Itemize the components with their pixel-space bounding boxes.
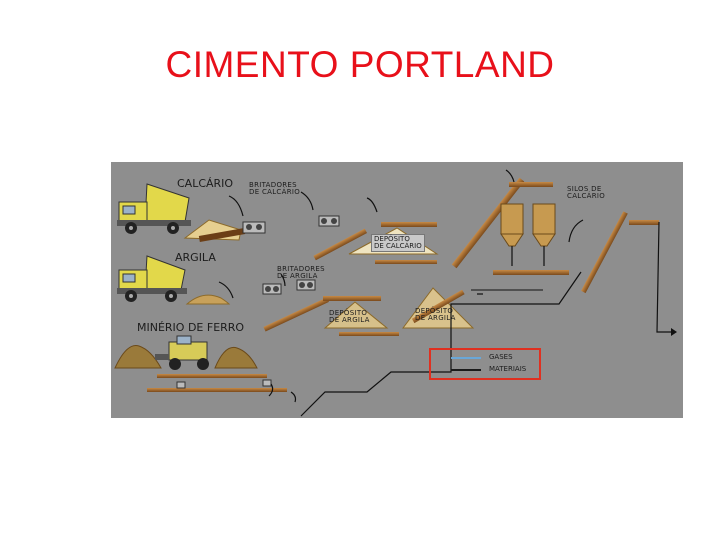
secondary-crusher-icon — [318, 215, 340, 227]
conveyor-belt — [629, 220, 659, 225]
inclined-conveyor — [451, 177, 525, 269]
clay-crusher-icon — [296, 279, 316, 291]
label-argila: ARGILA — [175, 251, 216, 264]
conveyor-belt — [313, 228, 368, 261]
conveyor-belt — [493, 270, 569, 275]
conveyor-belt — [375, 260, 437, 264]
legend-gases: GASES — [489, 353, 513, 361]
label-deposito-argila-1: DEPÓSITO DE ARGILA — [329, 309, 370, 324]
label-britadores-argila: BRITADORES DE ARGILA — [277, 265, 325, 280]
cement-process-diagram: CALCÁRIO BRITADORES DE CALCÁRIO DEPÓSITO… — [111, 162, 683, 418]
clay-deposit-pile — [323, 301, 389, 329]
clay-truck-icon — [117, 255, 187, 302]
label-deposito-argila-2: DEPÓSITO DE ARGILA — [415, 307, 456, 322]
iron-ore-pile — [114, 344, 162, 369]
page-title: CIMENTO PORTLAND — [165, 44, 555, 85]
loader-vehicle-icon — [155, 335, 209, 370]
conveyor-belt — [157, 374, 267, 378]
label-deposito-calcario: DEPÓSITO DE CALCÁRIO — [371, 234, 425, 252]
hopper-feeder — [198, 228, 246, 242]
conveyor-belt — [147, 388, 287, 392]
legend-material-line — [451, 369, 481, 371]
label-calcario: CALCÁRIO — [177, 177, 234, 190]
inclined-conveyor — [581, 211, 628, 294]
conveyor-belt — [339, 332, 399, 336]
clay-crusher-icon — [262, 283, 282, 295]
conveyor-belt — [411, 289, 465, 324]
process-flow-illustration — [114, 169, 677, 417]
limestone-crusher-icon — [242, 221, 266, 234]
iron-ore-pile — [214, 346, 258, 369]
legend-materiais: MATERIAIS — [489, 365, 527, 373]
limestone-silo-icon — [532, 203, 556, 247]
clay-pile — [185, 294, 231, 305]
label-britadores-calcario: BRITADORES DE CALCÁRIO — [249, 181, 301, 196]
conveyor-belt — [381, 222, 437, 227]
limestone-truck-icon — [117, 183, 191, 234]
label-silos-calcario: SILOS DE CALCÁRIO — [567, 185, 606, 200]
conveyor-belt — [509, 182, 553, 187]
conveyor-belt — [323, 296, 381, 301]
label-minerio-ferro: MINÉRIO DE FERRO — [137, 321, 245, 334]
legend-gas-line — [451, 357, 481, 359]
legend-box: GASES MATERIAIS — [429, 348, 541, 380]
limestone-silo-icon — [500, 203, 524, 247]
conveyor-belt — [263, 297, 329, 332]
